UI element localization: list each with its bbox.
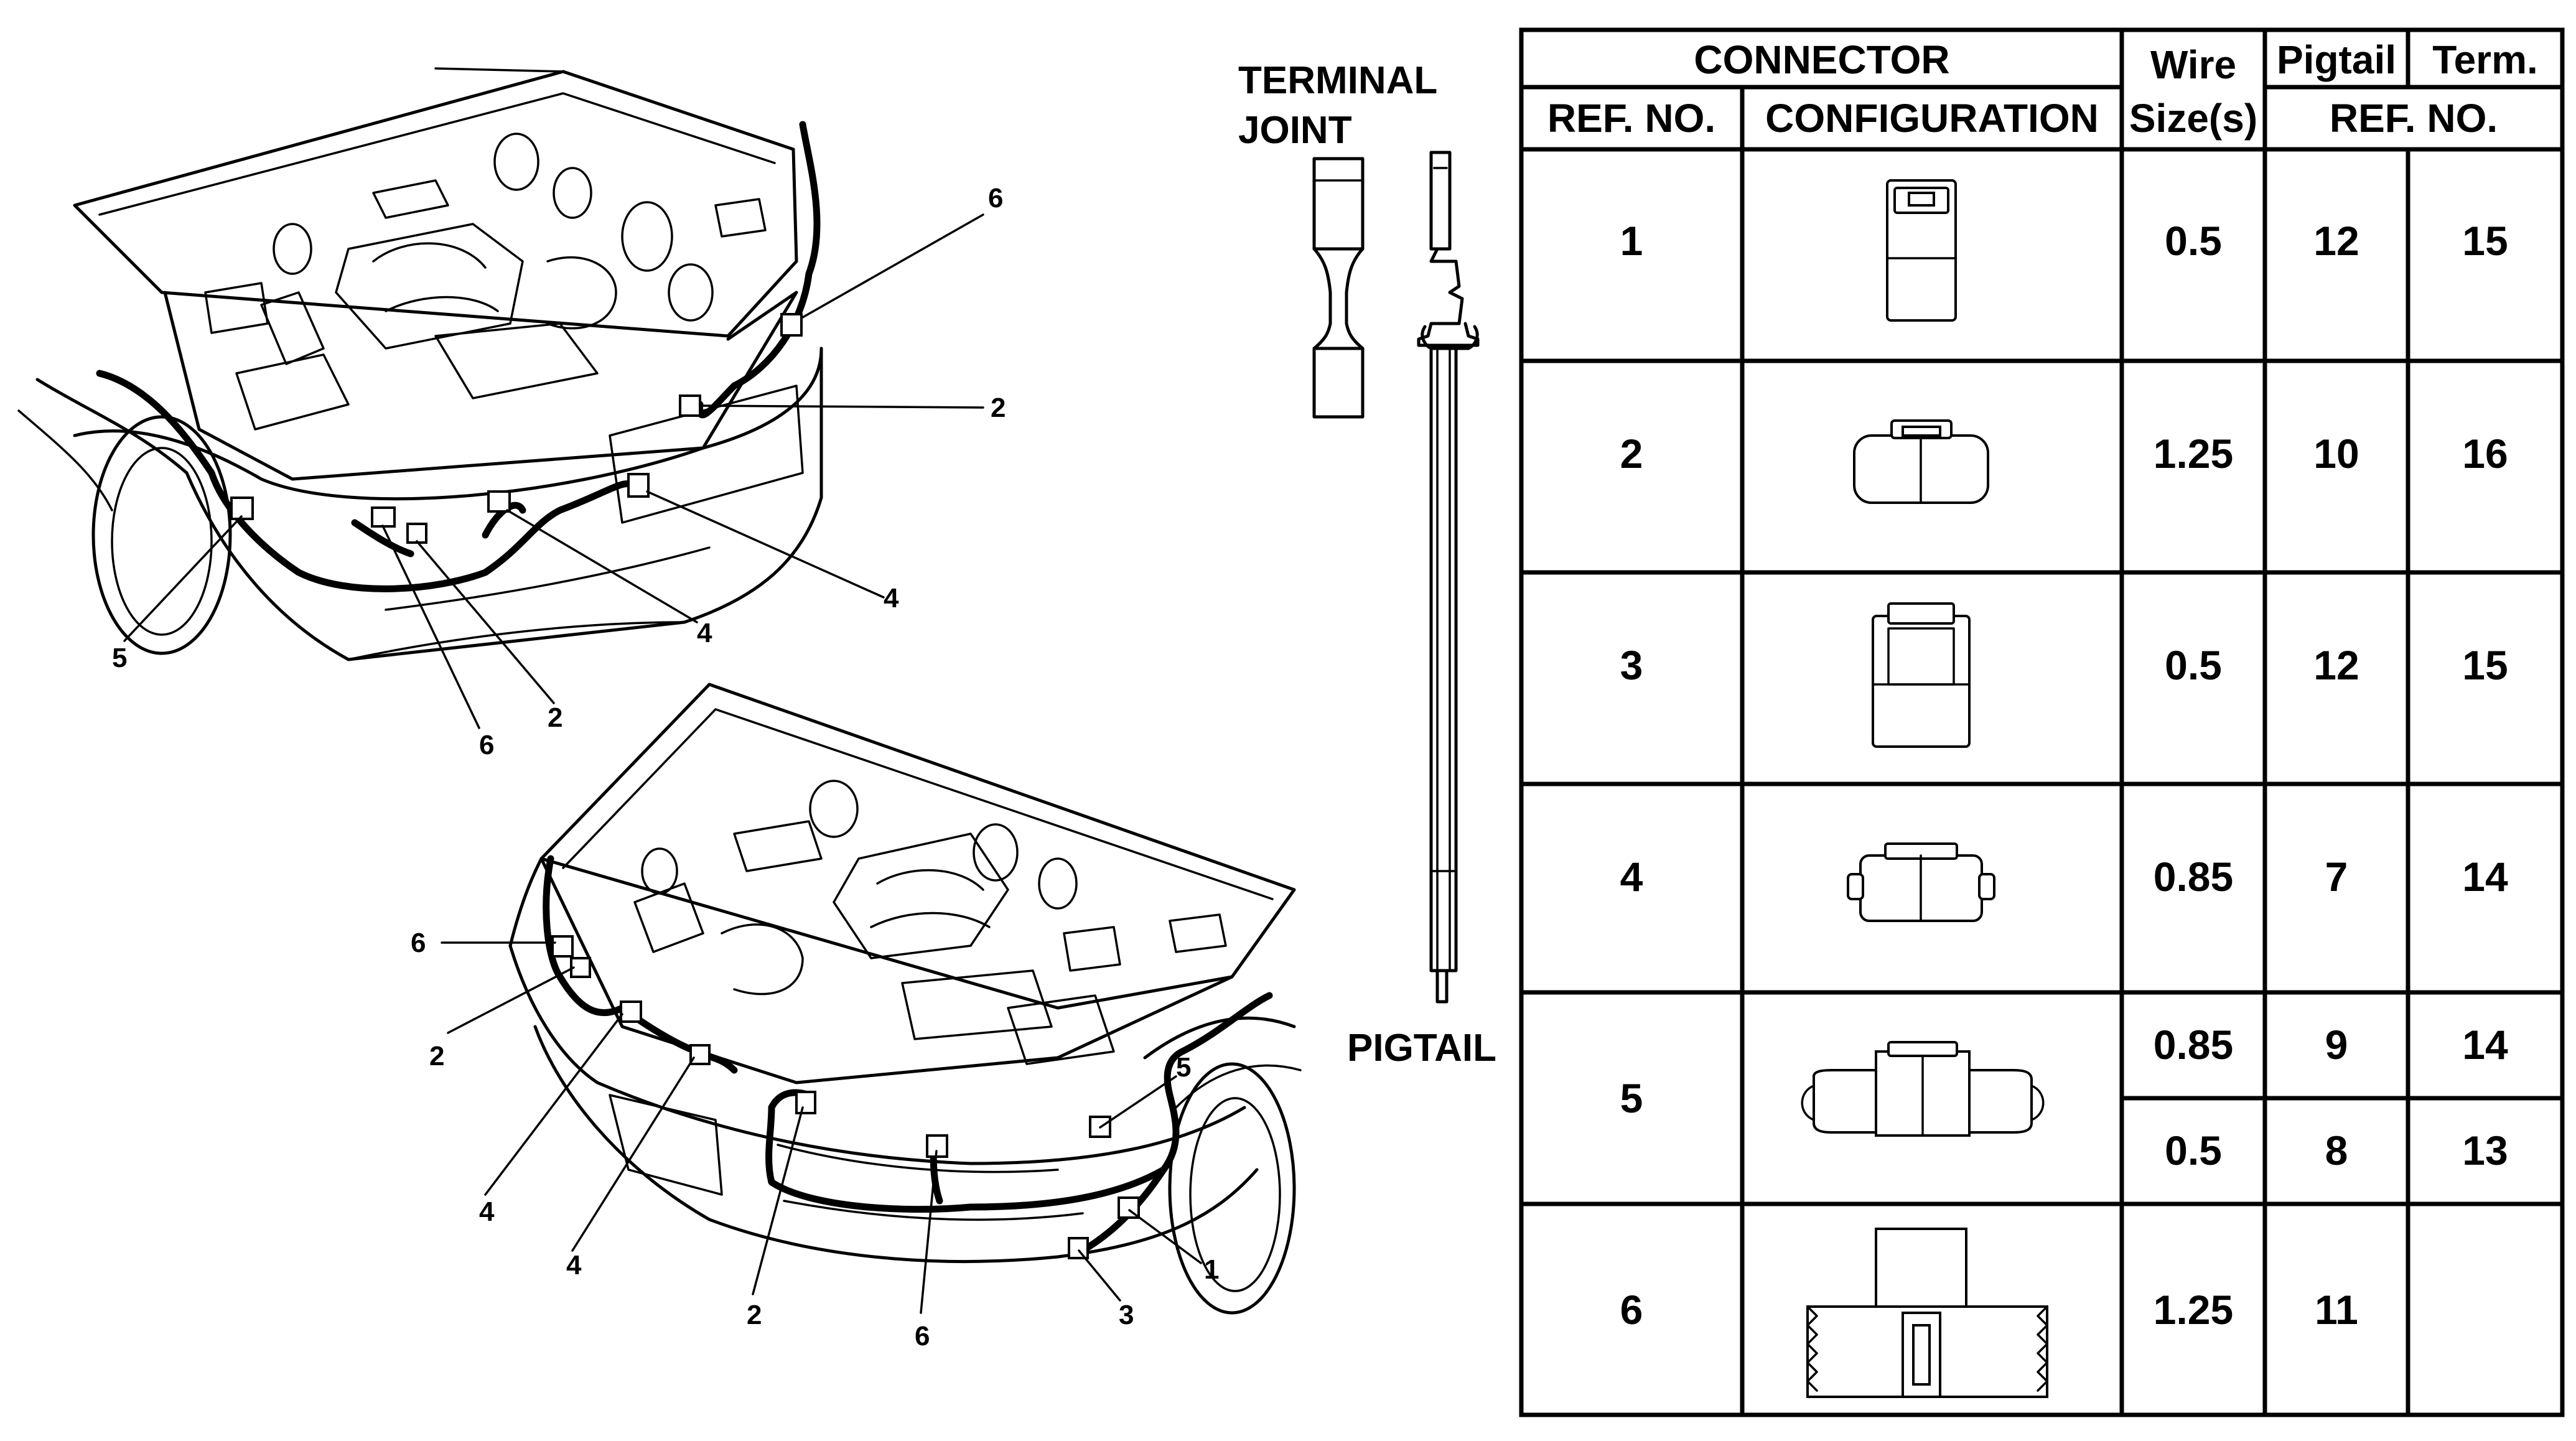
bottom-callout: 1 (1204, 1254, 1219, 1285)
bottom-callout: 4 (566, 1250, 582, 1280)
top-callout: 5 (112, 643, 127, 673)
wire-size-cell: 0.85 (2154, 854, 2233, 900)
connector-header: CONNECTOR (1694, 37, 1949, 82)
top-callout: 6 (988, 183, 1003, 213)
ref-no-header-2: REF. NO. (2330, 96, 2498, 141)
pigtail-ref-cell: 9 (2325, 1022, 2348, 1068)
bottom-callout: 5 (1176, 1052, 1191, 1083)
term-ref-cell: 14 (2462, 1022, 2508, 1068)
pigtail-ref-cell: 12 (2313, 218, 2359, 264)
table-row: 4 0.85 7 14 (1620, 842, 2508, 922)
pigtail-ref-cell: 7 (2325, 854, 2348, 900)
ref-no-cell: 4 (1620, 854, 1643, 900)
top-callout: 4 (884, 583, 899, 613)
wire-header: Wire (2150, 42, 2236, 87)
term-ref-cell: 13 (2462, 1127, 2508, 1173)
pigtail-label: PIGTAIL (1347, 1027, 1496, 1070)
connector-table: CONNECTOR REF. NO. CONFIGURATION Wire Si… (1519, 27, 2565, 1417)
rounded-connector-icon (1853, 419, 1989, 504)
bottom-callout: 2 (747, 1300, 762, 1330)
pigtail-illustration (1417, 151, 1480, 1004)
tape-connector-icon (1806, 1228, 2048, 1398)
pigtail-ref-cell: 11 (2315, 1287, 2358, 1333)
table-row: 6 1.25 11 (1620, 1228, 2358, 1398)
bottom-callout: 6 (411, 928, 426, 958)
pigtail-ref-cell: 8 (2325, 1127, 2348, 1173)
ref-no-cell: 6 (1620, 1287, 1643, 1333)
wire-size-cell: 1.25 (2154, 1287, 2233, 1333)
table-row: 1 0.5 12 15 (1620, 179, 2508, 322)
wire-size-cell: 0.85 (2154, 1022, 2233, 1068)
bottom-car-illustration: 6 2 4 4 2 6 3 1 5 (411, 683, 1302, 1351)
term-ref-cell: 16 (2462, 431, 2508, 477)
ref-no-cell: 1 (1620, 218, 1643, 264)
rectangular-connector-icon (1886, 179, 1957, 322)
wide-connector-icon (1801, 1041, 2045, 1137)
joint-label: JOINT (1238, 109, 1352, 152)
bottom-callout: 3 (1119, 1300, 1134, 1330)
top-callout: 6 (479, 730, 494, 760)
sizes-header: Size(s) (2129, 96, 2257, 141)
term-header: Term. (2432, 37, 2538, 82)
terminal-joint-illustration: TERMINAL JOINT PIGTAIL (1238, 59, 1496, 1070)
top-callout: 2 (991, 393, 1006, 423)
pigtail-ref-cell: 10 (2313, 431, 2359, 477)
term-ref-cell: 14 (2462, 854, 2508, 900)
terminal-label: TERMINAL (1238, 59, 1437, 102)
ref-no-header: REF. NO. (1547, 96, 1715, 141)
table-row: 5 0.85 0.5 9 8 14 13 (1620, 1022, 2508, 1173)
top-callout: 4 (697, 618, 712, 648)
flanged-connector-icon (1847, 842, 1995, 922)
ref-no-cell: 5 (1620, 1075, 1643, 1121)
locking-connector-icon (1872, 602, 1971, 748)
table-row: 3 0.5 12 15 (1620, 602, 2508, 748)
table-row: 2 1.25 10 16 (1620, 419, 2508, 504)
wire-size-cell: 0.5 (2165, 642, 2222, 688)
ref-no-cell: 3 (1620, 642, 1643, 688)
top-callout: 2 (548, 702, 562, 733)
ref-no-cell: 2 (1620, 431, 1643, 477)
bottom-callout: 2 (429, 1041, 444, 1071)
pigtail-ref-cell: 12 (2313, 642, 2359, 688)
configuration-header: CONFIGURATION (1765, 96, 2099, 141)
bottom-callout: 4 (479, 1196, 495, 1227)
term-ref-cell: 15 (2462, 642, 2508, 688)
wire-size-cell: 0.5 (2165, 218, 2222, 264)
term-ref-cell: 15 (2462, 218, 2508, 264)
wire-size-cell: 1.25 (2154, 431, 2233, 477)
bottom-callout: 6 (915, 1321, 930, 1351)
pigtail-header: Pigtail (2277, 37, 2396, 82)
top-car-illustration: 6 2 4 4 2 6 5 (17, 67, 1006, 760)
wire-size-cell: 0.5 (2165, 1127, 2222, 1173)
